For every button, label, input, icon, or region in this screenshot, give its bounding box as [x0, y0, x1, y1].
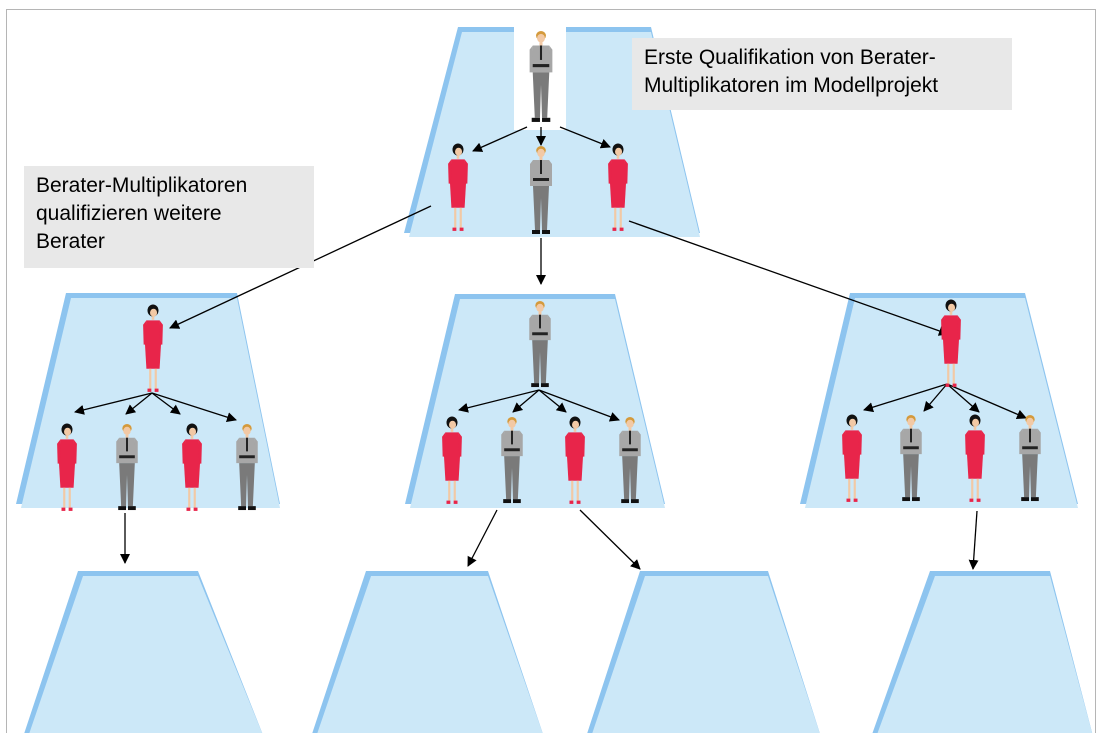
arrow [125, 392, 153, 415]
arrow [579, 509, 641, 570]
arrow [559, 126, 611, 149]
man-figure-icon [1019, 415, 1041, 502]
arrows [74, 126, 1027, 570]
woman-figure-icon [608, 143, 628, 231]
woman-figure-icon [448, 143, 468, 231]
woman-figure-icon [965, 414, 985, 502]
arrow [538, 389, 620, 422]
arrow [968, 510, 979, 570]
woman-figure-icon [842, 414, 862, 502]
trapezoid-level-2-left [16, 293, 280, 508]
man-figure-icon [116, 424, 138, 511]
trapezoid-level-2-right [800, 293, 1078, 508]
arrow [151, 392, 181, 415]
arrow [628, 220, 949, 336]
arrow [74, 392, 153, 415]
man-figure-icon [900, 415, 922, 502]
callout-multipliers: Berater-Multiplikatoren qualifizieren we… [24, 166, 314, 268]
arrow [863, 383, 948, 413]
woman-figure-icon [941, 299, 961, 387]
arrow [923, 383, 948, 412]
woman-figure-icon [565, 416, 585, 504]
trapezoid-level-3-1 [24, 571, 263, 733]
arrow [458, 389, 540, 413]
trapezoid-level-3-3 [587, 571, 820, 733]
woman-figure-icon [182, 423, 202, 511]
diagram-frame [6, 9, 1096, 733]
arrow [946, 383, 980, 413]
man-figure-icon [529, 301, 551, 388]
arrow [946, 383, 1027, 420]
arrow [512, 389, 540, 413]
arrow [472, 126, 528, 152]
man-figure-icon [530, 146, 552, 234]
woman-figure-icon [57, 423, 77, 511]
woman-figure-icon [143, 304, 163, 392]
man-figure-icon [501, 417, 523, 504]
trapezoid-level-3-4 [872, 571, 1093, 733]
trapezoid-level-2-center [405, 294, 665, 508]
man-figure-icon [529, 31, 553, 122]
callout-initial-qualification: Erste Qualifikation von Berater- Multipl… [632, 38, 1012, 110]
trapezoid-level-3-2 [312, 571, 543, 733]
man-figure-icon [619, 417, 641, 504]
figures [57, 31, 1041, 511]
woman-figure-icon [442, 416, 462, 504]
arrow [467, 509, 498, 567]
man-figure-icon [236, 424, 258, 511]
arrow [151, 392, 237, 423]
arrow [538, 389, 567, 413]
